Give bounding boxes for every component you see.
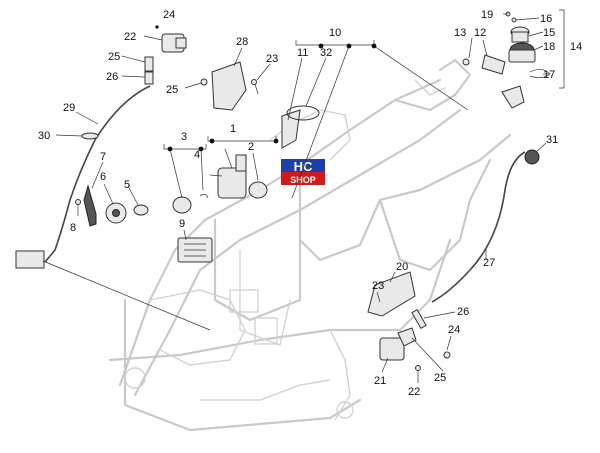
- part-release-cable-left: [15, 85, 151, 269]
- callout-23-top: 23: [266, 53, 278, 65]
- part-bracket-28: [211, 61, 247, 111]
- callout-13: 13: [454, 27, 466, 39]
- callout-10: 10: [329, 27, 341, 39]
- part-bracket-20: [367, 271, 416, 317]
- part-cap-5: [133, 204, 149, 216]
- watermark-line2: SHOP: [290, 175, 316, 185]
- callout-21: 21: [374, 375, 386, 387]
- callout-4: 4: [194, 149, 200, 161]
- callout-30: 30: [38, 130, 50, 142]
- callout-22-top: 22: [124, 31, 136, 43]
- callout-24-top: 24: [163, 9, 175, 21]
- callout-7: 7: [100, 151, 106, 163]
- callout-25-mid: 25: [166, 84, 178, 96]
- callout-22-bottom: 22: [408, 386, 420, 398]
- callout-11: 11: [297, 47, 308, 59]
- callout-31: 31: [546, 134, 558, 146]
- part-lock-cylinder-12: [481, 54, 506, 75]
- part-seat-lock-actuator-top: [155, 25, 187, 53]
- part-grommet-31: [524, 149, 540, 165]
- callout-1: 1: [230, 123, 236, 135]
- part-clip-30: [81, 132, 99, 140]
- part-screw-8: [75, 199, 81, 216]
- callout-9: 9: [179, 218, 185, 230]
- callout-26-bottom: 26: [457, 306, 469, 318]
- part-switch-assembly-2: [209, 154, 268, 199]
- callout-17: 17: [543, 69, 555, 81]
- watermark-line1: HC: [294, 159, 313, 174]
- callout-29: 29: [63, 102, 75, 114]
- part-housing-18: [508, 42, 536, 63]
- scooter-frame: [108, 58, 512, 432]
- callout-18: 18: [543, 41, 555, 53]
- part-nut-25-top: [200, 78, 208, 86]
- part-screw-16-19: [505, 11, 517, 23]
- bracket-dots: [167, 43, 377, 152]
- part-cable-end-26-lower: [411, 309, 427, 329]
- part-screw-22-lower: [415, 365, 421, 378]
- part-bracket-7: [83, 184, 97, 227]
- callout-32: 32: [320, 47, 332, 59]
- callout-19: 19: [481, 9, 493, 21]
- part-screw-13: [462, 58, 470, 66]
- callout-25-bottom: 25: [434, 372, 446, 384]
- callout-15: 15: [543, 27, 555, 39]
- callout-25-top: 25: [108, 51, 120, 63]
- part-guard-11: [281, 109, 301, 149]
- callout-2: 2: [248, 141, 254, 153]
- callout-12: 12: [474, 27, 486, 39]
- part-bolt-23-top: [251, 79, 259, 95]
- part-release-cable-right: [431, 151, 526, 303]
- part-cable-end-upper: [144, 56, 154, 85]
- part-actuator-21: [379, 327, 417, 361]
- callout-24-bottom: 24: [448, 324, 460, 336]
- callout-3: 3: [181, 131, 187, 143]
- callout-5: 5: [124, 179, 130, 191]
- callout-26-top: 26: [106, 71, 118, 83]
- shop-watermark: HC SHOP: [281, 159, 325, 185]
- callout-20: 20: [396, 261, 408, 273]
- part-ring-32: [286, 105, 320, 121]
- callout-23-bottom: 23: [372, 280, 384, 292]
- callout-14: 14: [570, 41, 582, 53]
- callout-8: 8: [70, 222, 76, 234]
- leader-lines: [42, 9, 565, 383]
- callout-6: 6: [100, 171, 106, 183]
- callout-16: 16: [540, 13, 552, 25]
- part-lever-14: [501, 85, 525, 109]
- part-lock-3: [172, 196, 192, 214]
- part-nut-24-lower: [443, 351, 451, 359]
- callout-labels: 24 22 25 26 25 29 30 28 23 10 11 32 1 3 …: [38, 9, 582, 398]
- part-cap-15: [510, 26, 530, 43]
- part-buzzer-6: [105, 202, 127, 224]
- part-control-unit-9: [177, 237, 213, 263]
- part-key-4: [199, 194, 209, 199]
- callout-28: 28: [236, 36, 248, 48]
- callout-27: 27: [483, 257, 495, 269]
